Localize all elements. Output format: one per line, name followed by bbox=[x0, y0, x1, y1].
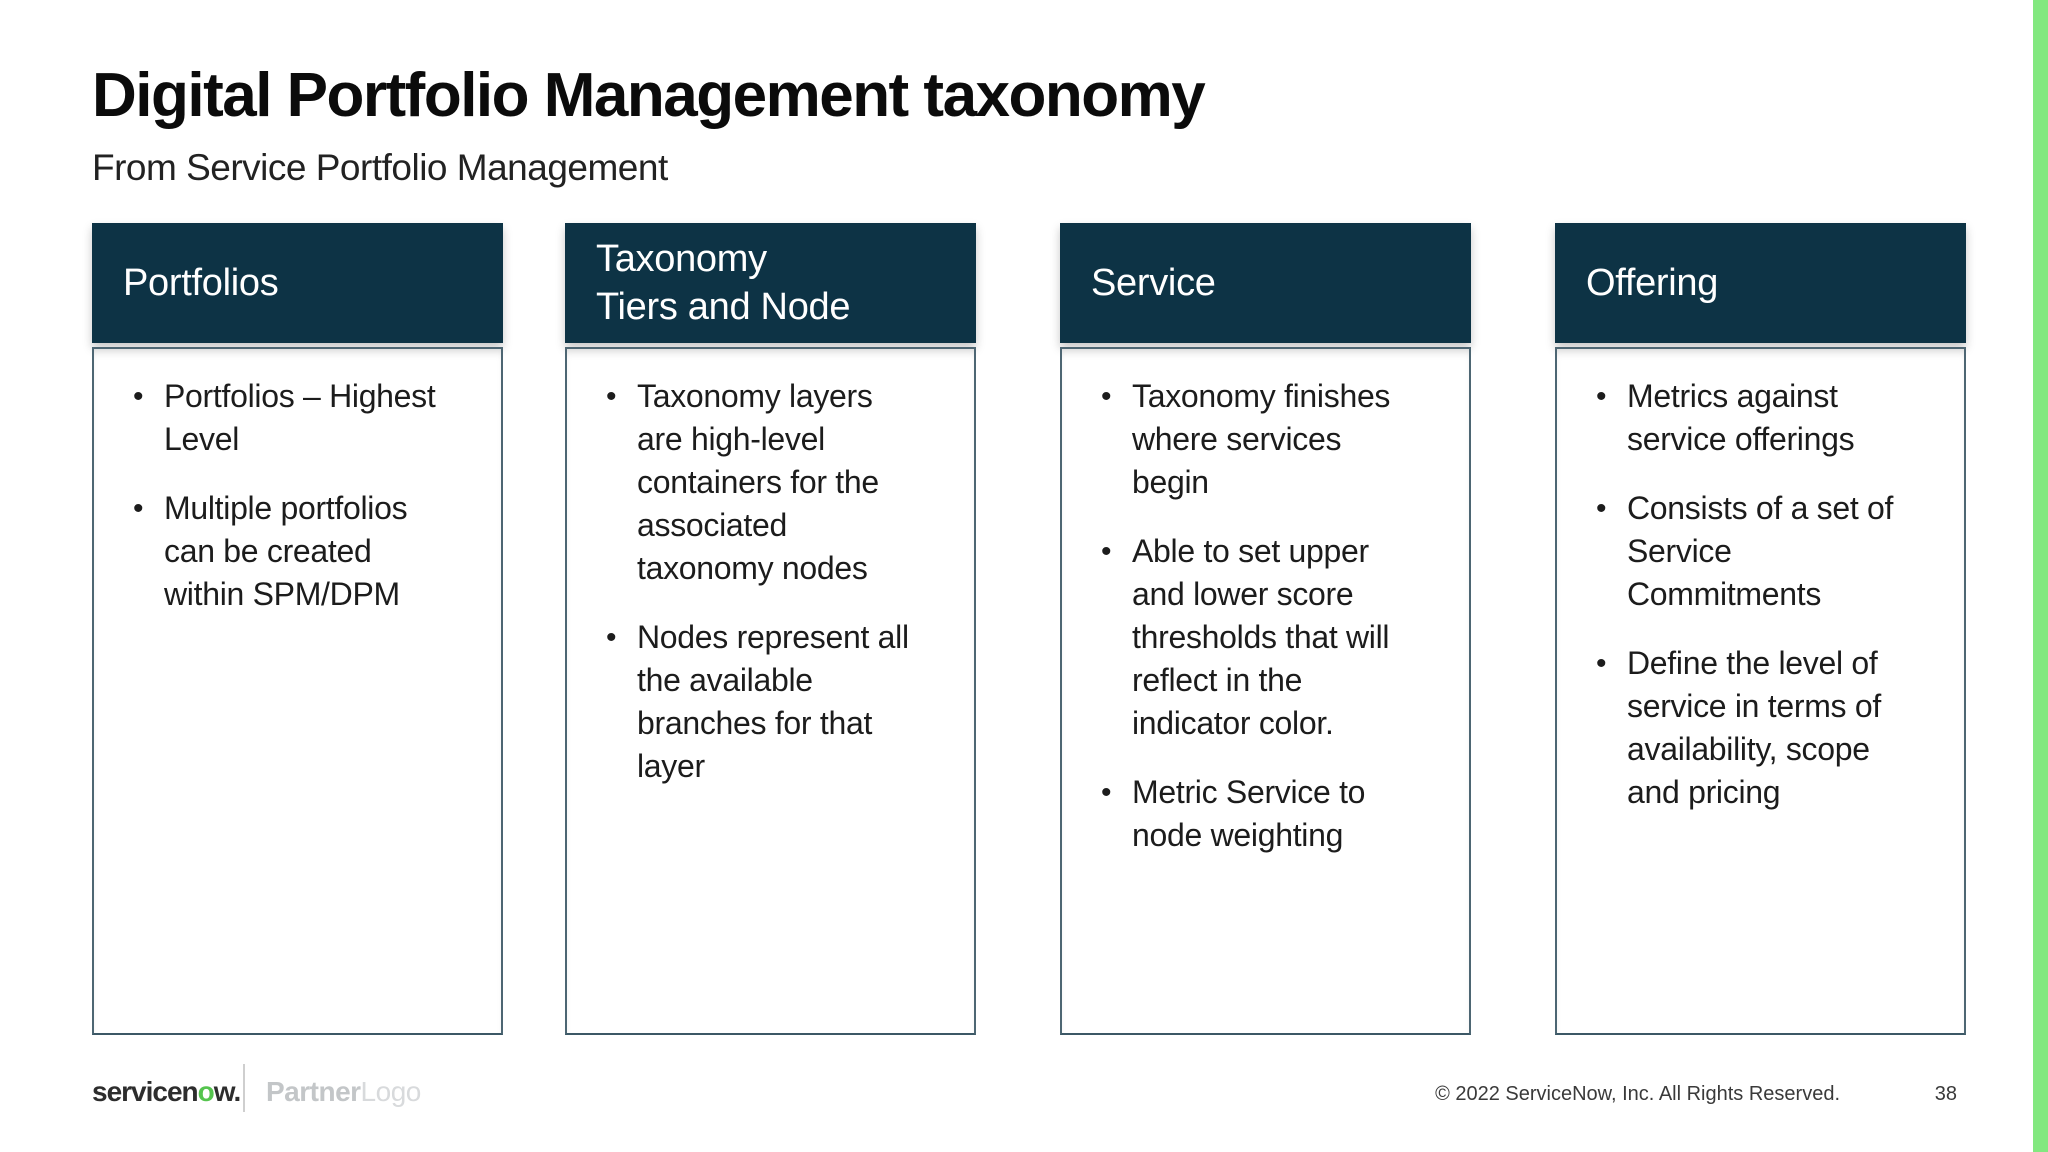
logo-divider bbox=[243, 1064, 245, 1112]
column-header-label: Offering bbox=[1586, 262, 1719, 304]
partner-logo-part1: Partner bbox=[266, 1076, 361, 1107]
column-taxonomy-tiers: Taxonomy Tiers and Node Taxonomy layers … bbox=[565, 223, 976, 1035]
bullet-item: Nodes represent all the available branch… bbox=[606, 616, 958, 788]
partner-logo-part2: Logo bbox=[360, 1076, 422, 1107]
column-header-label: Service bbox=[1091, 262, 1216, 304]
bullet-item: Portfolios – Highest Level bbox=[133, 375, 485, 461]
bullet-item: Multiple portfolios can be created withi… bbox=[133, 487, 485, 616]
bullet-list: Metrics against service offerings Consis… bbox=[1596, 375, 1948, 814]
bullet-item: Taxonomy finishes where services begin bbox=[1101, 375, 1453, 504]
partner-logo: PartnerLogo bbox=[266, 1076, 421, 1108]
column-header-label: Taxonomy Tiers and Node bbox=[596, 238, 851, 328]
column-body: Metrics against service offerings Consis… bbox=[1555, 347, 1966, 1035]
taxonomy-columns: Portfolios Portfolios – Highest Level Mu… bbox=[92, 223, 1966, 1035]
bullet-item: Define the level of service in terms of … bbox=[1596, 642, 1948, 814]
servicenow-logo-text: servicen bbox=[92, 1076, 199, 1107]
column-service: Service Taxonomy finishes where services… bbox=[1060, 223, 1471, 1035]
column-portfolios: Portfolios Portfolios – Highest Level Mu… bbox=[92, 223, 503, 1035]
column-body: Taxonomy finishes where services begin A… bbox=[1060, 347, 1471, 1035]
column-offering: Offering Metrics against service offerin… bbox=[1555, 223, 1966, 1035]
column-header-label: Portfolios bbox=[123, 262, 279, 304]
column-body: Portfolios – Highest Level Multiple port… bbox=[92, 347, 503, 1035]
servicenow-logo-text: w. bbox=[213, 1076, 242, 1107]
green-stripe bbox=[2033, 0, 2048, 1152]
slide-title: Digital Portfolio Management taxonomy bbox=[92, 61, 1206, 130]
column-body: Taxonomy layers are high-level container… bbox=[565, 347, 976, 1035]
column-header: Taxonomy Tiers and Node bbox=[565, 223, 976, 343]
column-header: Offering bbox=[1555, 223, 1966, 343]
bullet-item: Able to set upper and lower score thresh… bbox=[1101, 530, 1453, 745]
bullet-item: Taxonomy layers are high-level container… bbox=[606, 375, 958, 590]
servicenow-logo: servicenow. bbox=[92, 1076, 242, 1108]
bullet-list: Portfolios – Highest Level Multiple port… bbox=[133, 375, 485, 616]
copyright-text: © 2022 ServiceNow, Inc. All Rights Reser… bbox=[1435, 1083, 1840, 1105]
column-header: Portfolios bbox=[92, 223, 503, 343]
column-header: Service bbox=[1060, 223, 1471, 343]
bullet-item: Metrics against service offerings bbox=[1596, 375, 1948, 461]
servicenow-logo-green-o: o bbox=[197, 1076, 215, 1107]
bullet-list: Taxonomy layers are high-level container… bbox=[606, 375, 958, 788]
page-number: 38 bbox=[1934, 1083, 1957, 1105]
slide-subtitle: From Service Portfolio Management bbox=[92, 147, 668, 188]
bullet-list: Taxonomy finishes where services begin A… bbox=[1101, 375, 1453, 857]
bullet-item: Metric Service to node weighting bbox=[1101, 771, 1453, 857]
bullet-item: Consists of a set of Service Commitments bbox=[1596, 487, 1948, 616]
